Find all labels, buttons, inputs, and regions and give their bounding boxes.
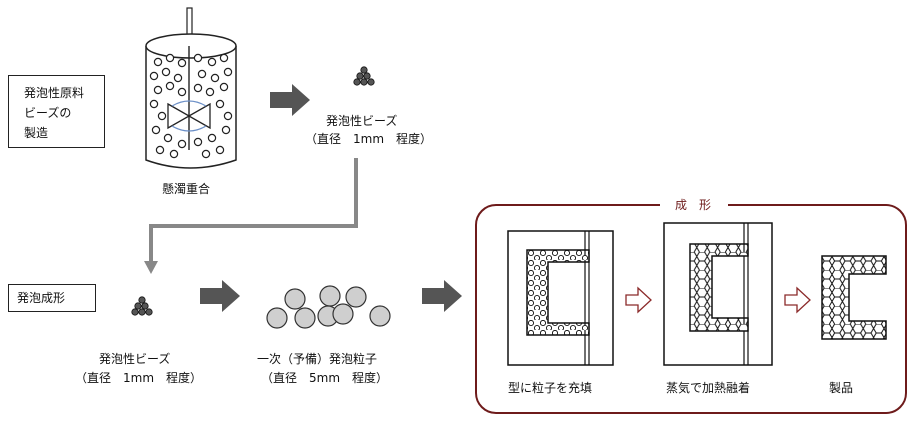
reactor-beads-icon (149, 53, 233, 159)
process-box-bead-production: 発泡性原料 ビーズの 製造 (8, 75, 105, 148)
connector-arrow-icon (144, 158, 358, 274)
pre-expanded-particles-icon (266, 285, 391, 329)
mold-heat-fuse-icon (663, 222, 773, 366)
process-box-line2: ビーズの (24, 106, 72, 120)
beads-bottom-size: （直径 1mm 程度） (75, 371, 203, 385)
mold-fill-icon (507, 230, 614, 366)
polymerization-label: 懸濁重合 (162, 182, 211, 196)
product-icon (821, 255, 887, 340)
pre-expanded-name: 一次（予備）発泡粒子 (257, 352, 378, 366)
molding-panel-title: 成 形 (675, 198, 712, 212)
arrow-right-icon (422, 280, 462, 312)
arrow-right-icon (270, 84, 310, 116)
molding-step-product: 製品 (829, 381, 854, 395)
arrow-right-icon (200, 280, 240, 312)
process-box-line1: 発泡性原料 (24, 86, 85, 100)
molding-step-fuse: 蒸気で加熱融着 (666, 381, 751, 395)
pre-expanded-size: （直径 5mm 程度） (261, 371, 389, 385)
molding-title-gap (660, 198, 728, 212)
beads-top-name: 発泡性ビーズ (326, 114, 398, 128)
beads-bottom-name: 発泡性ビーズ (99, 352, 171, 366)
bead-cluster-icon (353, 66, 375, 86)
beads-top-size: （直径 1mm 程度） (305, 132, 433, 146)
bead-cluster-icon (131, 296, 153, 316)
molding-step-fill: 型に粒子を充填 (508, 381, 593, 395)
outline-arrow-icon (784, 286, 811, 314)
process-box-line3: 製造 (24, 126, 49, 140)
molding-box-label: 発泡成形 (17, 291, 66, 305)
outline-arrow-icon (625, 286, 652, 314)
process-box-molding: 発泡成形 (8, 284, 96, 312)
